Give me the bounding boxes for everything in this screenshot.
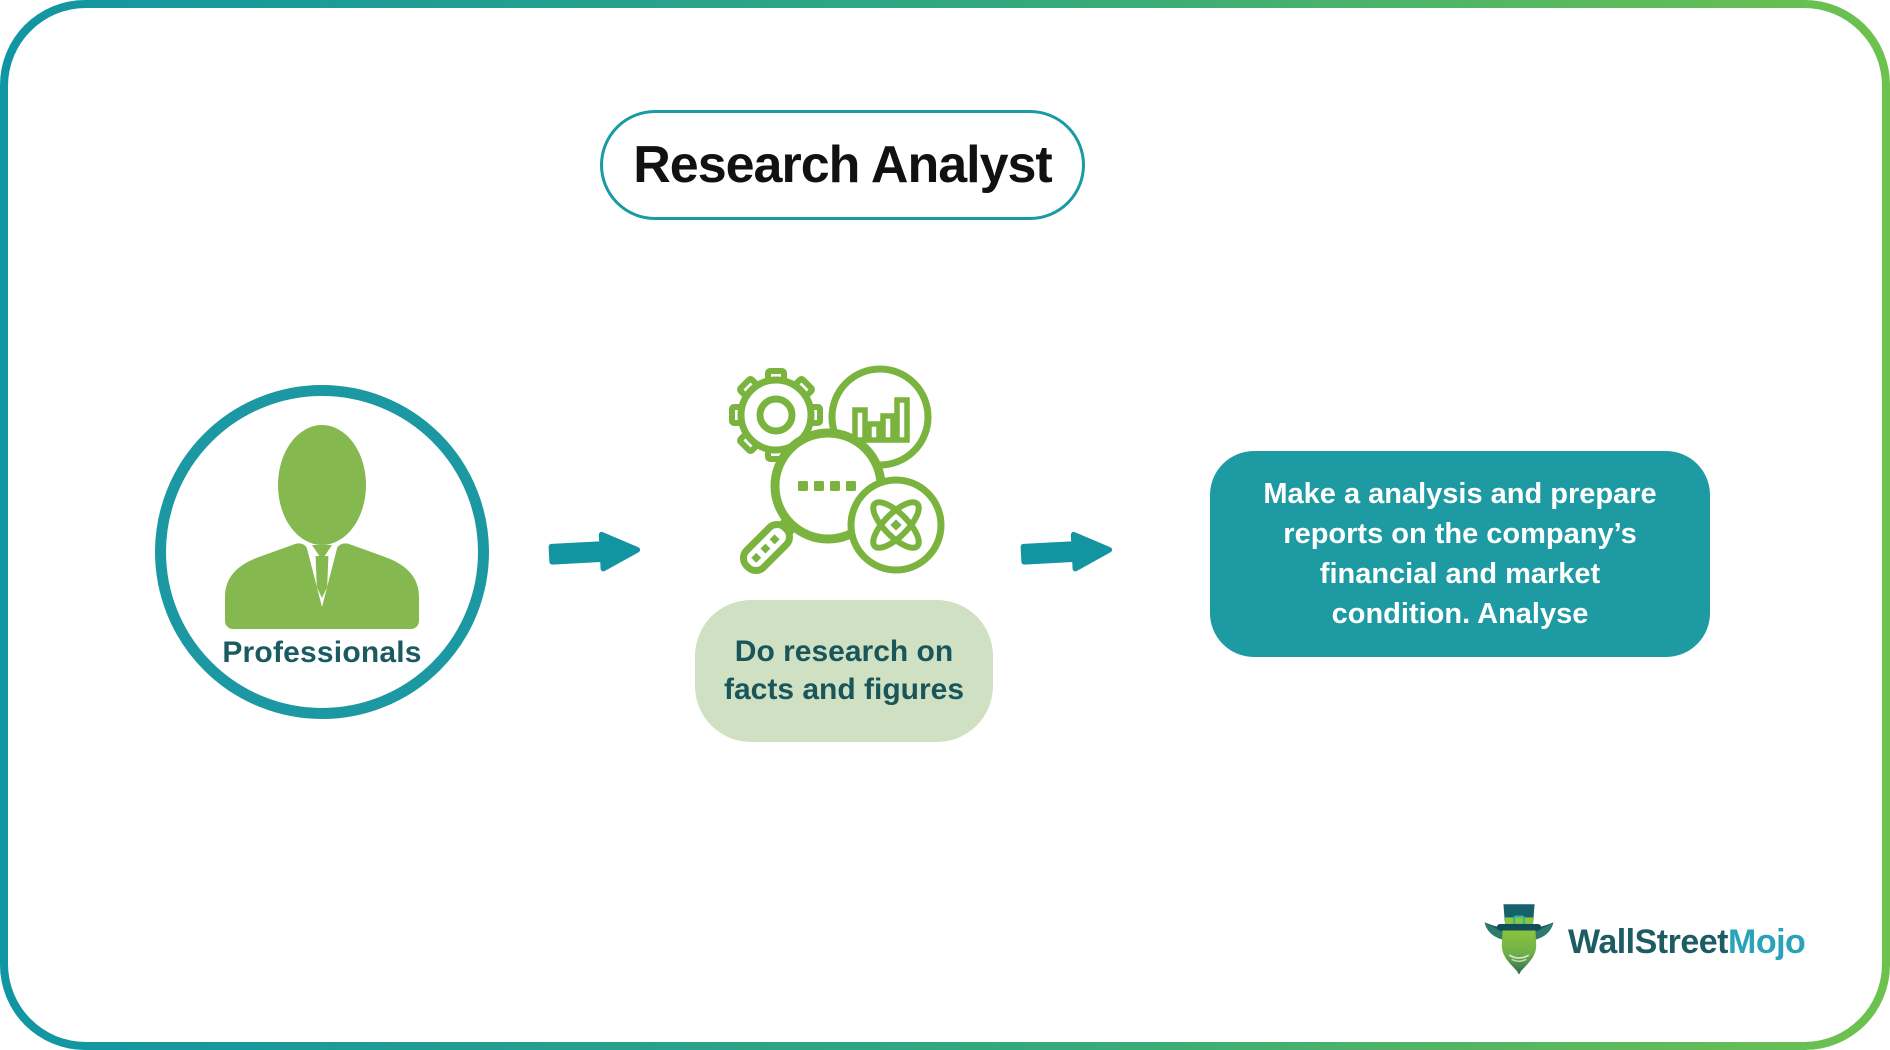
- professionals-circle: Professionals: [155, 385, 489, 719]
- step3-line2: reports on the company’s: [1283, 518, 1637, 550]
- wallstreetmojo-logo: WallStreetMojo: [1478, 900, 1806, 984]
- step3-line1: Make a analysis and prepare: [1263, 478, 1657, 510]
- bull-mascot-icon: [1484, 904, 1554, 974]
- page-title: Research Analyst: [633, 136, 1053, 194]
- businessman-icon: [225, 425, 419, 629]
- step2-label-line1: Do research on: [734, 635, 954, 668]
- step2-label-box: Do research on facts and figures: [695, 600, 993, 742]
- step3-line4: condition. Analyse: [1331, 598, 1589, 630]
- arrow-right-icon: [548, 531, 641, 572]
- arrow-right-icon: [1020, 531, 1113, 572]
- title-badge: Research Analyst: [600, 110, 1085, 220]
- step1-label: Professionals: [222, 636, 422, 669]
- step3-line3: financial and market: [1319, 558, 1601, 590]
- research-magnifier-icon: [729, 365, 945, 575]
- logo-text-wallstreet: WallStreet: [1568, 922, 1729, 961]
- step2-label-line2: facts and figures: [723, 673, 965, 706]
- logo-wordmark: WallStreetMojo: [1568, 922, 1806, 962]
- logo-text-mojo: Mojo: [1728, 922, 1806, 961]
- step3-result-box: Make a analysis and prepare reports on t…: [1210, 451, 1710, 657]
